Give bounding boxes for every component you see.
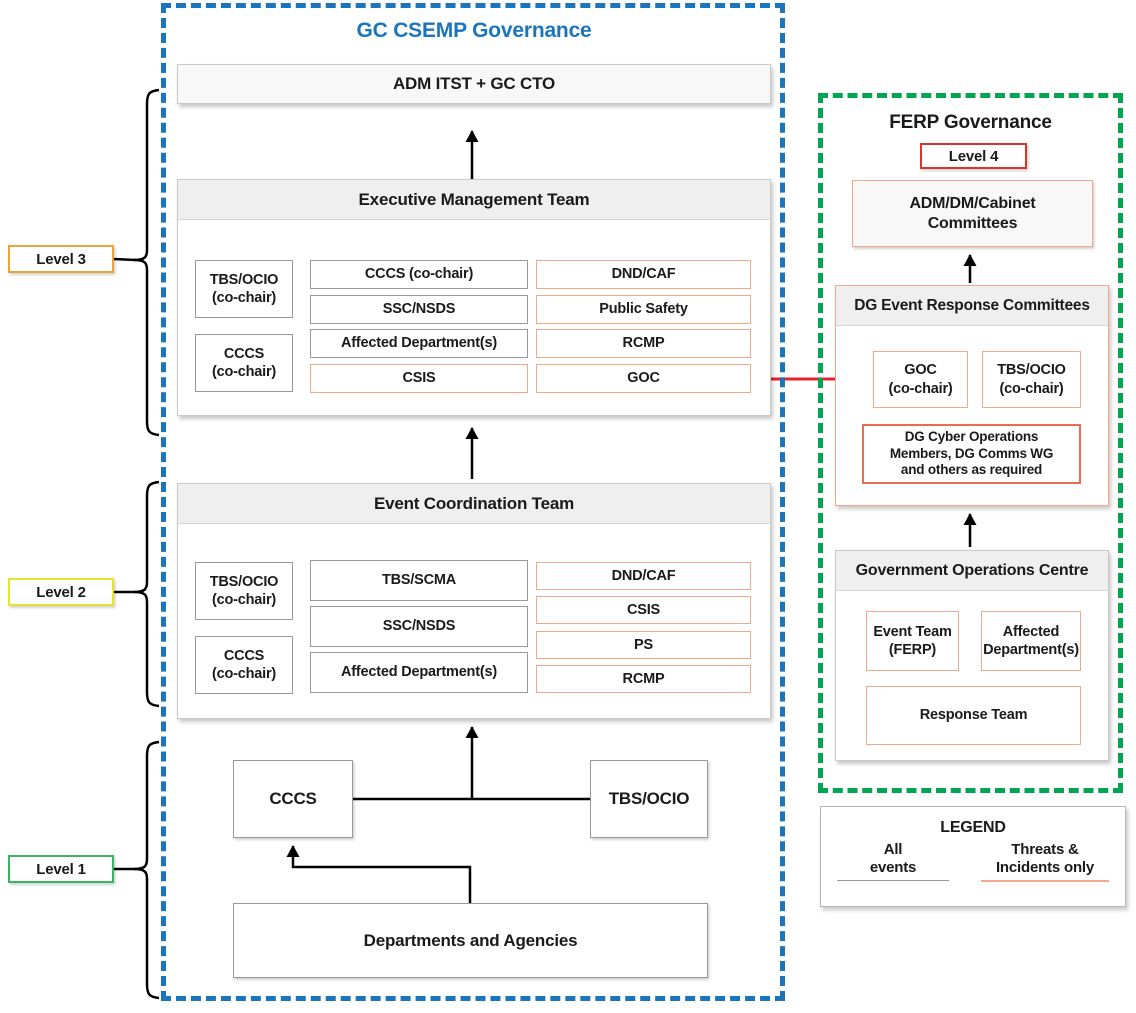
goc-affected-box: Affected Department(s): [981, 611, 1081, 671]
dg-tbsocio-cochair-box: TBS/OCIO (co-chair): [982, 351, 1081, 408]
legend-threats-rule: [981, 880, 1109, 882]
ect-member-sscnsds: SSC/NSDS: [310, 606, 528, 647]
legend-threats: Threats & Incidents only: [981, 841, 1109, 882]
goc-response-team-box: Response Team: [866, 686, 1081, 745]
level3-label: Level 3: [8, 245, 114, 273]
ferp-title: FERP Governance: [889, 112, 1052, 133]
ect-member-csis: CSIS: [536, 596, 751, 624]
departments-agencies-box: Departments and Agencies: [233, 903, 708, 978]
dg-goc-cochair-box: GOC (co-chair): [873, 351, 968, 408]
goc-header: Government Operations Centre: [836, 551, 1108, 591]
legend-all-events-label: All events: [869, 841, 917, 876]
emt-member-rcmp: RCMP: [536, 329, 751, 358]
emt-member-affected: Affected Department(s): [310, 329, 528, 358]
brace-level3: [133, 88, 160, 437]
dg-header: DG Event Response Committees: [836, 286, 1108, 326]
dg-cyber-members-box: DG Cyber Operations Members, DG Comms WG…: [862, 424, 1081, 484]
ect-member-ps: PS: [536, 631, 751, 659]
arrow-departments-to-cccs: [286, 845, 472, 903]
ect-member-dndcaf: DND/CAF: [536, 562, 751, 590]
level4-label: Level 4: [920, 143, 1027, 169]
legend-box: LEGEND All events Threats & Incidents on…: [820, 806, 1126, 907]
brace-level3-tick: [112, 257, 137, 262]
level1-cccs-box: CCCS: [233, 760, 353, 838]
gc-csemp-container: [161, 3, 785, 1001]
brace-level2: [133, 480, 160, 708]
ect-member-tbsscma: TBS/SCMA: [310, 560, 528, 601]
goc-event-team-box: Event Team (FERP): [866, 611, 959, 671]
emt-header: Executive Management Team: [178, 180, 770, 220]
emt-cochair-cccs: CCCS (co-chair): [195, 334, 293, 392]
emt-member-cccs: CCCS (co-chair): [310, 260, 528, 289]
legend-title: LEGEND: [940, 819, 1006, 836]
emt-member-csis: CSIS: [310, 364, 528, 393]
brace-level1: [133, 740, 160, 1000]
legend-all-events-rule: [837, 880, 949, 881]
emt-member-goc: GOC: [536, 364, 751, 393]
emt-member-sscnsds: SSC/NSDS: [310, 295, 528, 324]
level1-label: Level 1: [8, 855, 114, 883]
ect-member-affected: Affected Department(s): [310, 652, 528, 693]
legend-all-events: All events: [837, 841, 949, 882]
legend-threats-label: Threats & Incidents only: [995, 841, 1095, 876]
ferp-container: [818, 93, 1123, 793]
adm-itst-box: ADM ITST + GC CTO: [177, 64, 771, 104]
gc-csemp-title: GC CSEMP Governance: [356, 19, 592, 42]
ect-cochair-tbsocio: TBS/OCIO (co-chair): [195, 562, 293, 620]
emt-member-publicsafety: Public Safety: [536, 295, 751, 324]
level1-tbsocio-box: TBS/OCIO: [590, 760, 708, 838]
emt-member-dndcaf: DND/CAF: [536, 260, 751, 289]
ect-member-rcmp: RCMP: [536, 665, 751, 693]
adm-dm-cabinet-box: ADM/DM/Cabinet Committees: [852, 180, 1093, 247]
ect-header: Event Coordination Team: [178, 484, 770, 524]
level2-label: Level 2: [8, 578, 114, 606]
ect-cochair-cccs: CCCS (co-chair): [195, 636, 293, 694]
emt-cochair-tbsocio: TBS/OCIO (co-chair): [195, 260, 293, 318]
